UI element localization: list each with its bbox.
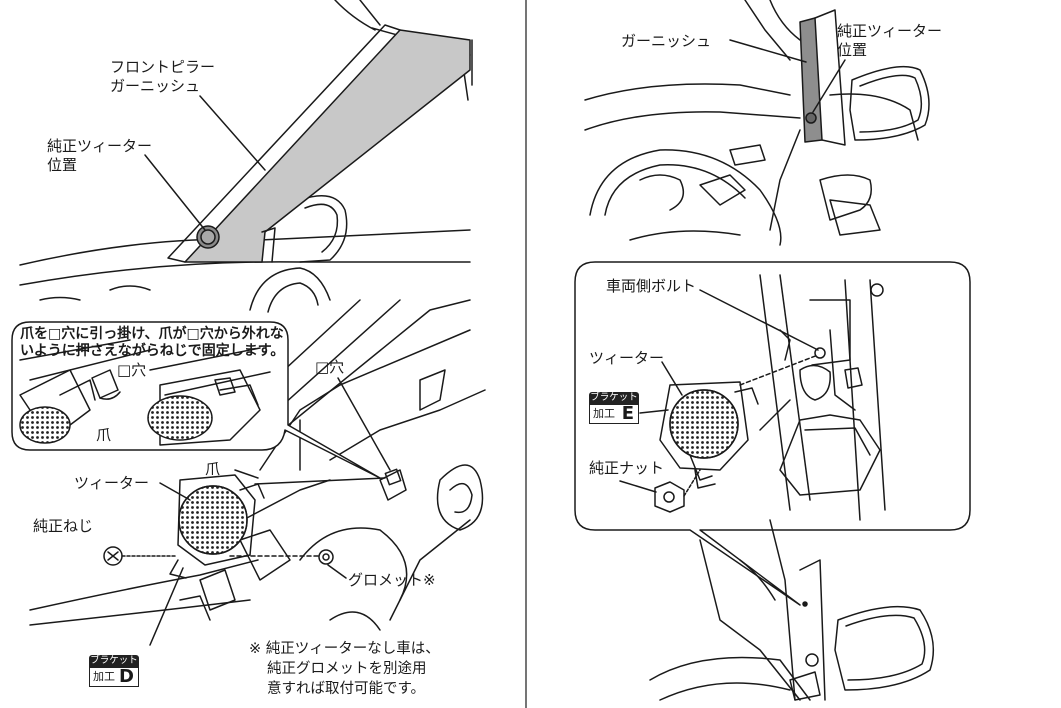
screw-label: 純正ねじ	[33, 517, 94, 535]
instruction-inset	[11, 321, 381, 479]
left-bottom-scene	[29, 299, 486, 631]
bolt-label: 車両側ボルト	[606, 277, 697, 295]
left-pillar-garnish	[167, 24, 471, 263]
bracket-badge-d-prefix: 加工	[93, 670, 115, 683]
claw-leader	[234, 469, 259, 479]
claw-label: 爪	[205, 460, 221, 478]
pillar-garnish-label-line2: ガーニッシュ	[110, 77, 201, 95]
pillar-garnish-leader	[199, 95, 266, 171]
screw-left	[103, 546, 176, 566]
bracket-badge-e-body: 加工 E	[589, 404, 639, 424]
hole-leader	[337, 377, 391, 471]
garnish-leader-right	[729, 39, 807, 63]
bracket-badge-d: ブラケット 加工 D	[89, 655, 141, 687]
tweeter-pos-leader-right	[812, 59, 846, 113]
tweeter-position-label-line2: 位置	[47, 156, 78, 174]
bracket-badge-d-code: D	[119, 666, 134, 687]
right-bottom-scene	[649, 519, 935, 701]
pillar-garnish-label-line1: フロントピラー	[110, 58, 216, 76]
footnote-line2: 純正グロメットを別途用	[267, 661, 427, 677]
tweeter-position-right-line1: 純正ツィーター	[837, 22, 943, 40]
claw-alignment-line	[254, 477, 386, 485]
inset-hole-label: □穴	[117, 361, 147, 379]
garnish-label-right: ガーニッシュ	[621, 32, 712, 50]
nut-leader	[619, 480, 657, 493]
bracket-e-leader	[639, 409, 669, 414]
bracket-badge-e-top: ブラケット	[589, 392, 639, 404]
instruction-text-line1: 爪を□穴に引っ掛け、爪が□穴から外れな	[20, 326, 284, 342]
bracket-badge-e-prefix: 加工	[593, 407, 615, 420]
hole-label: □穴	[315, 358, 345, 376]
tweeter-position-right-line2: 位置	[837, 41, 868, 59]
tweeter-unit-left	[169, 474, 265, 579]
instruction-text-line2: いように押さえながらねじで固定します。	[20, 343, 285, 359]
tweeter-label-left: ツィーター	[74, 474, 150, 492]
right-bottom-inset	[574, 261, 971, 606]
grommet-label: グロメット※	[348, 571, 436, 589]
tweeter-pos-leader-left	[144, 154, 206, 231]
bolt-leader	[699, 289, 819, 351]
tweeter-leader-right	[661, 361, 683, 396]
footnote-line3: 意すれば取付可能です。	[267, 681, 426, 697]
inset-claw-label: 爪	[96, 426, 112, 444]
bracket-badge-e-code: E	[621, 403, 634, 424]
tweeter-position-label-line1: 純正ツィーター	[47, 137, 153, 155]
tweeter-label-right: ツィーター	[589, 349, 665, 367]
right-garnish	[799, 9, 846, 146]
bracket-d-leader	[149, 567, 184, 646]
footnote-line1: ※ 純正ツィーターなし車は、	[249, 641, 440, 657]
bracket-badge-d-body: 加工 D	[89, 667, 139, 687]
tweeter-leader-left	[159, 482, 191, 501]
nut-label: 純正ナット	[589, 459, 665, 477]
grommet-leader	[327, 564, 347, 579]
bracket-badge-e: ブラケット 加工 E	[589, 392, 641, 424]
bracket-badge-d-top: ブラケット	[89, 655, 139, 667]
